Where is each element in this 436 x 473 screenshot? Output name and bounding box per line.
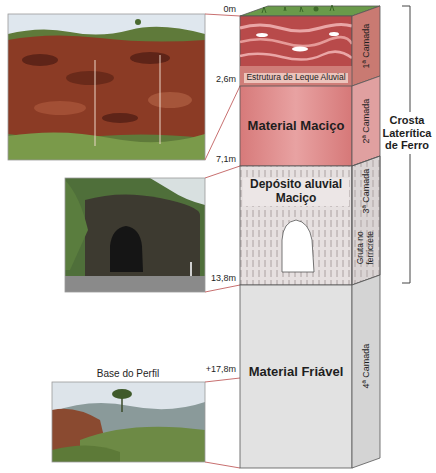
layer-number: 1ª Camada	[361, 13, 371, 79]
base-photo	[52, 382, 205, 462]
depth-mark: 0m	[223, 4, 236, 14]
layer-name: Material Friável	[247, 365, 346, 380]
layer-band: Depósito aluvial Maciço	[240, 166, 352, 285]
cave-note: Gruta no ferricrete	[356, 220, 376, 276]
depth-mark: 13,8m	[211, 273, 236, 283]
photo-caption: Base do Perfil	[68, 368, 188, 380]
layer-name: Depósito aluvial Maciço	[243, 178, 349, 206]
layer-band: Estrutura de Leque Aluvial	[240, 16, 352, 86]
leader-lines	[205, 14, 240, 468]
cave-photo	[65, 178, 205, 292]
layer-band: Material Friável	[240, 285, 352, 468]
crust-bracket-label: Crosta Laterítica de Ferro	[382, 112, 432, 154]
profile-column	[240, 5, 380, 468]
layer-name: Material Maciço	[246, 119, 347, 134]
depth-mark: 7,1m	[216, 154, 236, 164]
layer-number: 3ª Camada	[361, 163, 371, 219]
depth-mark: 2,6m	[216, 74, 236, 84]
layer-number: 4ª Camada	[361, 321, 371, 411]
layer-band: Material Maciço	[240, 86, 352, 166]
depth-mark: +17,8m	[206, 364, 236, 374]
layer-number: 2ª Camada	[361, 83, 371, 159]
layer-name: Estrutura de Leque Aluvial	[244, 73, 347, 83]
outcrop-photo	[8, 14, 205, 160]
